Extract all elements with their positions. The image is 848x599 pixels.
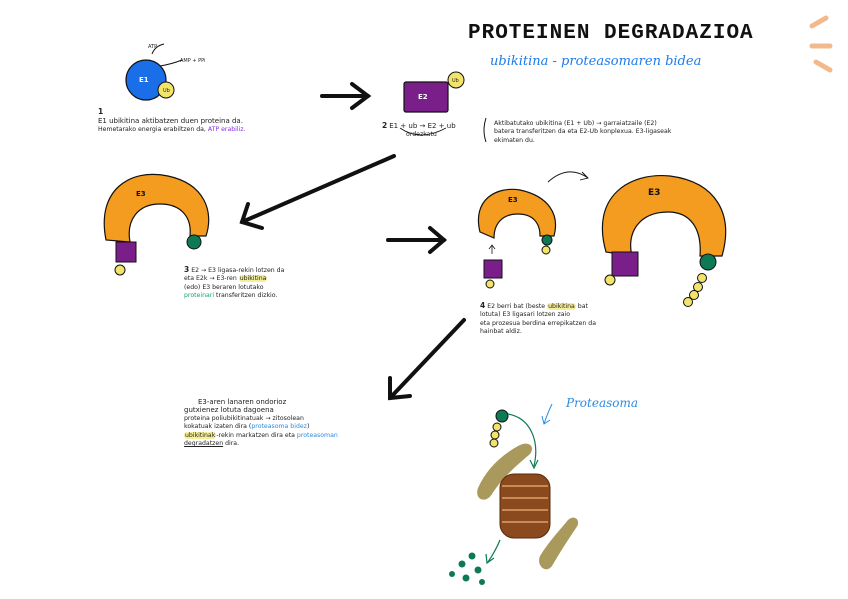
step5-line5: ubikitinak-rekin markatzen dira eta prot… [184, 431, 338, 439]
ub-sphere [485, 279, 495, 289]
step2-under: ordezkatu [406, 131, 437, 139]
step4-line2: lotuta) E3 ligasari lotzen zaio [480, 311, 571, 319]
substrate-protein [541, 234, 553, 246]
substrate-protein [699, 253, 717, 271]
e2-complex [403, 71, 465, 113]
step1-line2: Hemetarako energia erabiltzen da, ATP er… [98, 125, 246, 133]
ub-sphere [541, 245, 551, 255]
decorative-rays [809, 15, 833, 73]
amp-label: AMP + PPi [180, 58, 206, 64]
proteasome-cap-top [477, 443, 533, 500]
step4-note: 4 E2 berri bat (beste ubikitina bat lotu… [480, 301, 680, 337]
e3-complex-2 [477, 171, 589, 289]
ub-sphere [697, 273, 707, 283]
e3-ligase [103, 173, 210, 243]
step5-note: E3-aren lanaren ondorioz gutxienez lotut… [184, 398, 414, 448]
step1-line1: E1 ubikitina aktibatzen duen proteina da… [98, 117, 243, 126]
e2-label: E2 [418, 93, 428, 101]
ub-sphere [490, 430, 500, 440]
page-title: PROTEINEN DEGRADAZIOA [468, 22, 754, 45]
e2-enzyme [403, 81, 449, 113]
e2-enzyme [611, 251, 639, 277]
step4-line1: 4 E2 berri bat (beste ubikitina bat [480, 301, 588, 310]
step5-line1: E3-aren lanaren ondorioz [198, 398, 287, 406]
ub-sphere [114, 264, 126, 276]
proteasoma-label: Proteasoma [566, 396, 639, 410]
step2-eq: 2 E1 + ub → E2 + ub ordezkatu [382, 121, 482, 140]
e3-label: E3 [508, 196, 518, 204]
step1-number: 1 [98, 107, 104, 116]
step2-equation: E1 + ub → E2 + ub [389, 122, 456, 130]
step2-text1: Aktibatutako ubikitina (E1 + Ub) → garra… [494, 120, 657, 127]
step2-number: 2 [382, 121, 388, 130]
step5-line6: degradatzen dira. [184, 440, 240, 448]
step4-line3: eta prozesua berdina errepikatzen da [480, 319, 597, 327]
e3-label: E3 [136, 190, 146, 198]
e3-ligase [477, 188, 556, 239]
e1-label: E1 [139, 76, 149, 84]
atp-label: ATP [148, 44, 158, 50]
substrate-protein [495, 409, 509, 423]
step5-line4: kokatuak izaten dira (proteasoma bidez) [184, 423, 310, 431]
ub-sphere [683, 297, 693, 307]
e1-complex [125, 43, 183, 101]
step3-number: 3 [184, 265, 190, 274]
ub-sphere [447, 71, 465, 89]
proteasome-complex [449, 403, 579, 585]
e3-ligase [601, 174, 727, 257]
ub-sphere [604, 274, 616, 286]
e3-complex-1 [103, 173, 210, 276]
peptide-fragment [449, 571, 455, 577]
arrow-3-4 [386, 226, 448, 254]
arrow-4-5 [388, 318, 466, 401]
ub-sphere [157, 81, 175, 99]
substrate-protein [186, 234, 202, 250]
step2-text3: ekimaten du. [494, 136, 535, 144]
step5-line2: gutxienez lotuta dagoena [184, 406, 274, 415]
ub-label: Ub [163, 88, 170, 94]
step4-line4: hainbat aldiz. [480, 328, 522, 336]
step3-line1: E2 → E3 ligasa-rekin lotzen da [191, 267, 285, 274]
step2-text2: batera transferitzen da eta E2-Ub konple… [494, 128, 672, 136]
peptide-fragment [462, 574, 470, 582]
proteasome-core [499, 473, 551, 539]
ub-label: Ub [452, 78, 459, 84]
e3-label: E3 [648, 188, 661, 198]
peptide-fragment [458, 560, 466, 568]
arrow-2-3 [239, 154, 396, 230]
step2-note: Aktibatutako ubikitina (E1 + Ub) → garra… [494, 120, 714, 145]
proteasome-cap-bottom [539, 517, 579, 570]
arrow-1-2 [320, 82, 372, 110]
ub-sphere [492, 422, 502, 432]
peptide-fragment [474, 566, 482, 574]
peptide-fragment [468, 552, 476, 560]
e3-complex-3 [601, 174, 727, 307]
step3-line3: (edo) E3 beraren lotutako [184, 283, 264, 291]
step3-line2: eta E2k → E3-ren ubikitina [184, 275, 268, 283]
step3-line4: proteinari transferitzen dizkio. [184, 292, 278, 300]
step5-line3: proteina poliubikitinatuak → zitosolean [184, 414, 304, 422]
ub-sphere [689, 290, 699, 300]
step1-note: 1 E1 ubikitina aktibatzen duen proteina … [98, 107, 328, 134]
e1-enzyme [125, 59, 167, 101]
step3-note: 3 E2 → E3 ligasa-rekin lotzen da eta E2k… [184, 265, 374, 301]
ub-sphere [693, 282, 703, 292]
e2-enzyme [115, 241, 137, 263]
ub-sphere [489, 438, 499, 448]
peptide-fragment [479, 579, 485, 585]
e2-enzyme [483, 259, 503, 279]
page-subtitle: ubikitina - proteasomaren bidea [490, 54, 702, 69]
